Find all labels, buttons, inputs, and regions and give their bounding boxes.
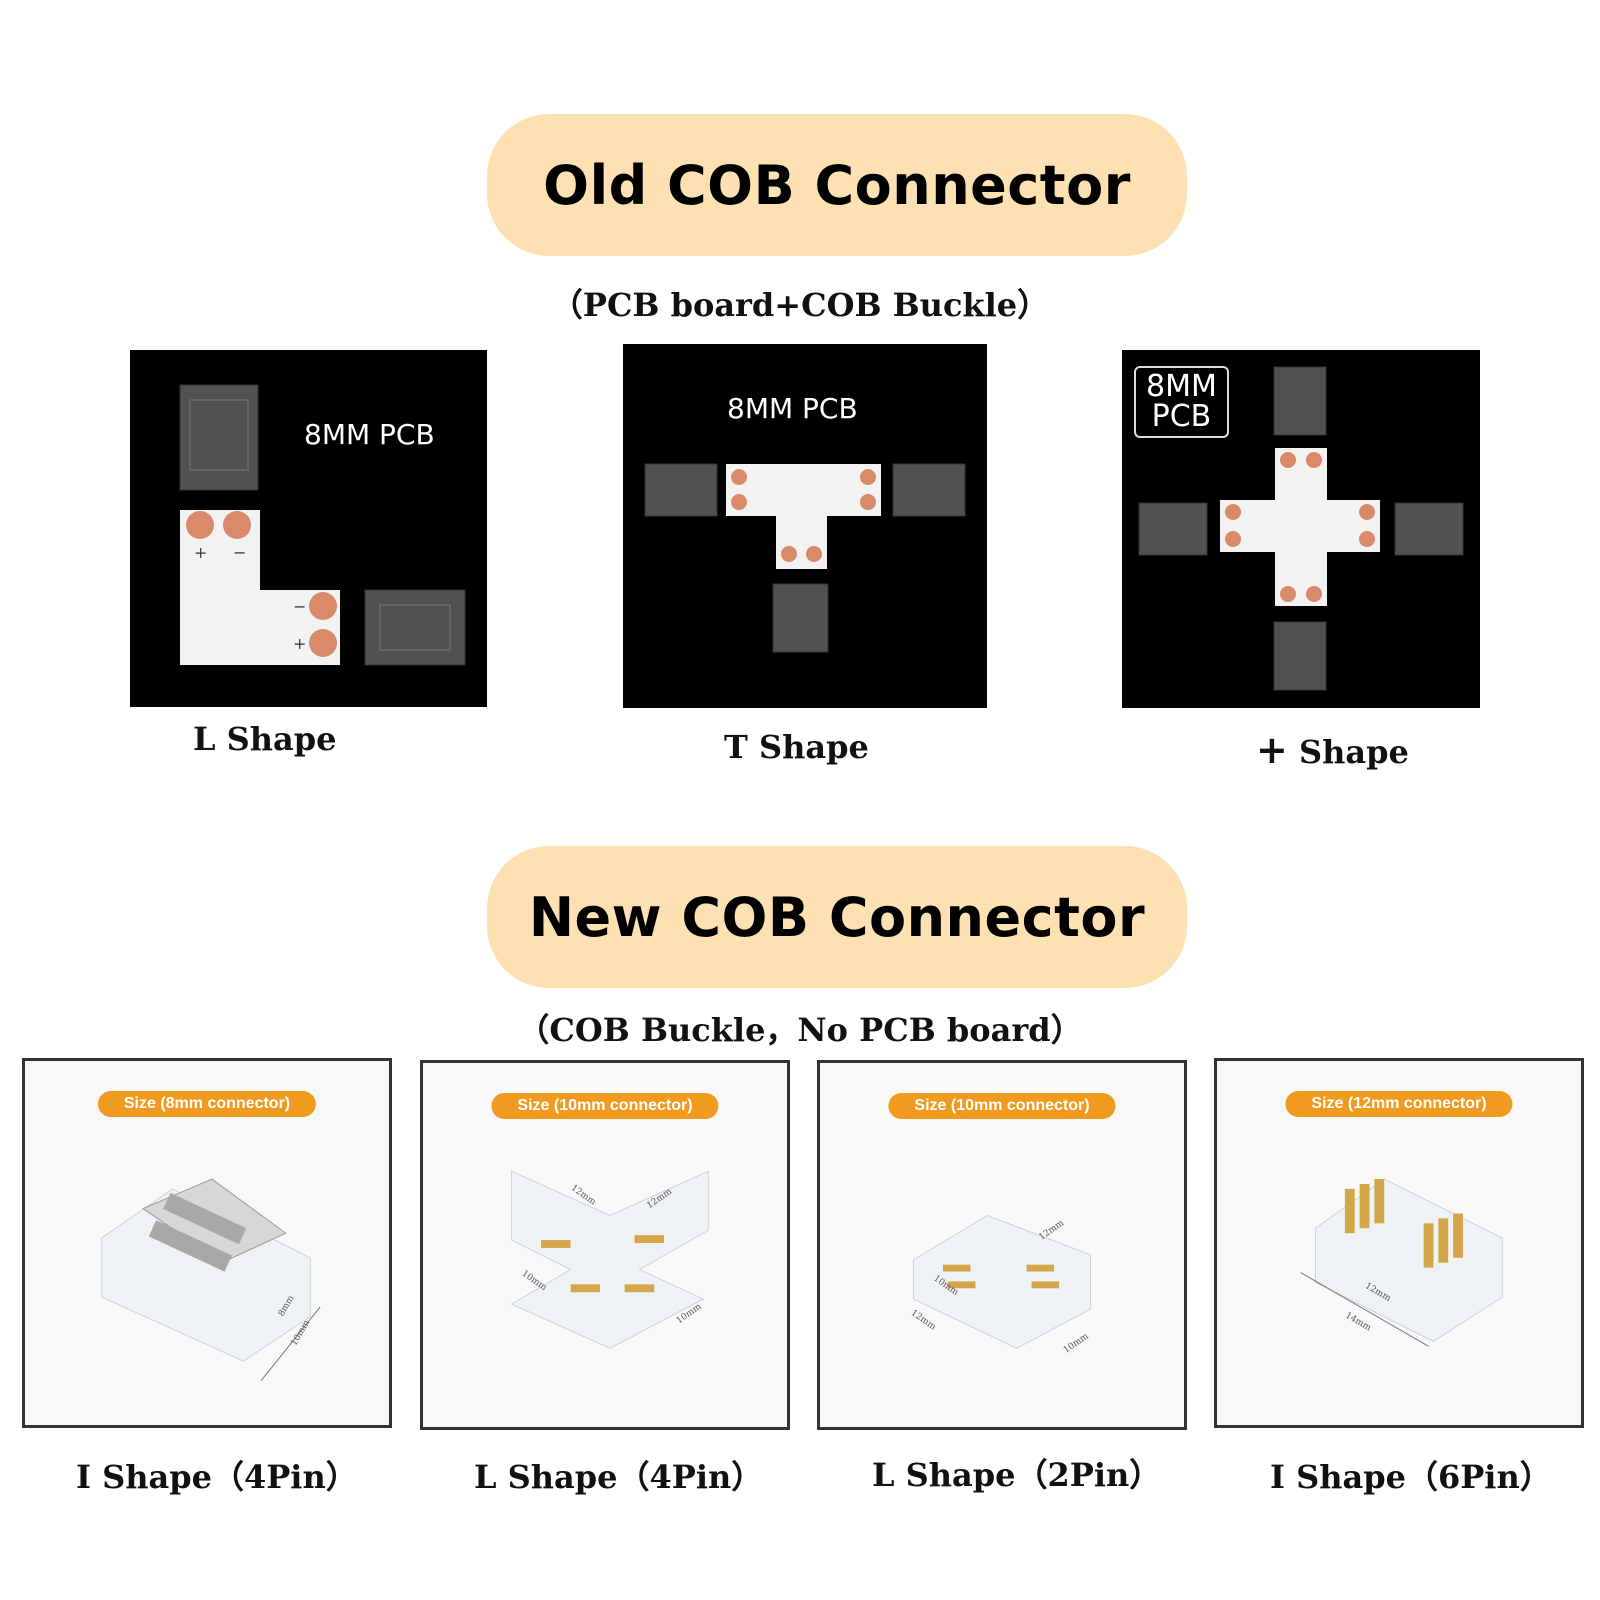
new-i-shape-6pin-card: Size (12mm connector) 12mm 14mm: [1214, 1058, 1584, 1428]
svg-text:+: +: [293, 634, 306, 653]
old-connector-banner: Old COB Connector: [487, 114, 1187, 256]
l-shape-2pin-illustration: 12mm 10mm 12mm 10mm: [909, 1214, 1091, 1356]
svg-text:+: +: [194, 543, 207, 562]
new-i-shape-4pin-caption: I Shape（4Pin）: [76, 1458, 358, 1496]
old-plus-shape-photo: 8MM PCB: [1122, 350, 1480, 708]
plus-icon: +: [1256, 728, 1288, 772]
pcb-size-line2: PCB: [1151, 399, 1212, 434]
pcb-size-line1: 8MM: [1146, 369, 1217, 404]
new-connector-title: New COB Connector: [528, 885, 1146, 949]
new-i-shape-6pin-caption: I Shape（6Pin）: [1270, 1458, 1552, 1496]
old-t-shape-photo: 8MM PCB: [623, 344, 987, 708]
plus-shape-caption-text: Shape: [1298, 733, 1409, 771]
size-badge: Size (10mm connector): [888, 1093, 1116, 1119]
new-connector-banner: New COB Connector: [487, 846, 1187, 988]
new-l-shape-4pin-caption: L Shape（4Pin）: [474, 1458, 764, 1496]
size-badge: Size (12mm connector): [1285, 1091, 1513, 1117]
new-l-shape-4pin-card: Size (10mm connector) 12mm 12mm 10mm 10m…: [420, 1060, 790, 1430]
i-shape-4pin-illustration: 8mm 10mm: [101, 1178, 321, 1382]
svg-text:−: −: [233, 543, 246, 562]
old-connector-title: Old COB Connector: [543, 153, 1131, 217]
i-shape-6pin-illustration: 12mm 14mm: [1300, 1178, 1503, 1347]
old-connector-subtitle: （PCB board+COB Buckle）: [550, 286, 1050, 324]
plus-shape-pcb-illustration: [1138, 366, 1464, 691]
size-badge: Size (10mm connector): [491, 1093, 719, 1119]
dim-label: 12mm: [909, 1308, 938, 1333]
new-l-shape-2pin-caption: L Shape（2Pin）: [872, 1456, 1162, 1494]
old-l-shape-caption: L Shape: [193, 720, 337, 758]
size-badge: Size (8mm connector): [97, 1091, 317, 1117]
dim-label: 10mm: [520, 1269, 549, 1294]
pcb-size-label: 8MM PCB: [304, 418, 435, 451]
old-t-shape-caption: T Shape: [724, 728, 869, 766]
t-shape-pcb-illustration: [644, 463, 966, 653]
l-shape-pcb-illustration: + − − +: [179, 384, 466, 666]
svg-text:−: −: [293, 597, 306, 616]
dim-label: 14mm: [1343, 1311, 1373, 1334]
new-l-shape-2pin-card: Size (10mm connector) 12mm 10mm 12mm 10m…: [817, 1060, 1187, 1430]
pcb-size-box: 8MM PCB: [1134, 366, 1229, 438]
new-i-shape-4pin-card: Size (8mm connector) 8mm 10mm: [22, 1058, 392, 1428]
dim-label: 10mm: [1062, 1331, 1091, 1356]
dim-label: 12mm: [1037, 1218, 1066, 1243]
pcb-size-label: 8MM PCB: [727, 392, 858, 425]
l-shape-4pin-illustration: 12mm 12mm 10mm 10mm: [510, 1170, 709, 1349]
old-plus-shape-caption: + Shape: [1256, 728, 1409, 772]
old-l-shape-photo: + − − + 8MM PCB: [130, 350, 487, 707]
new-connector-subtitle: （COB Buckle，No PCB board）: [517, 1011, 1083, 1049]
